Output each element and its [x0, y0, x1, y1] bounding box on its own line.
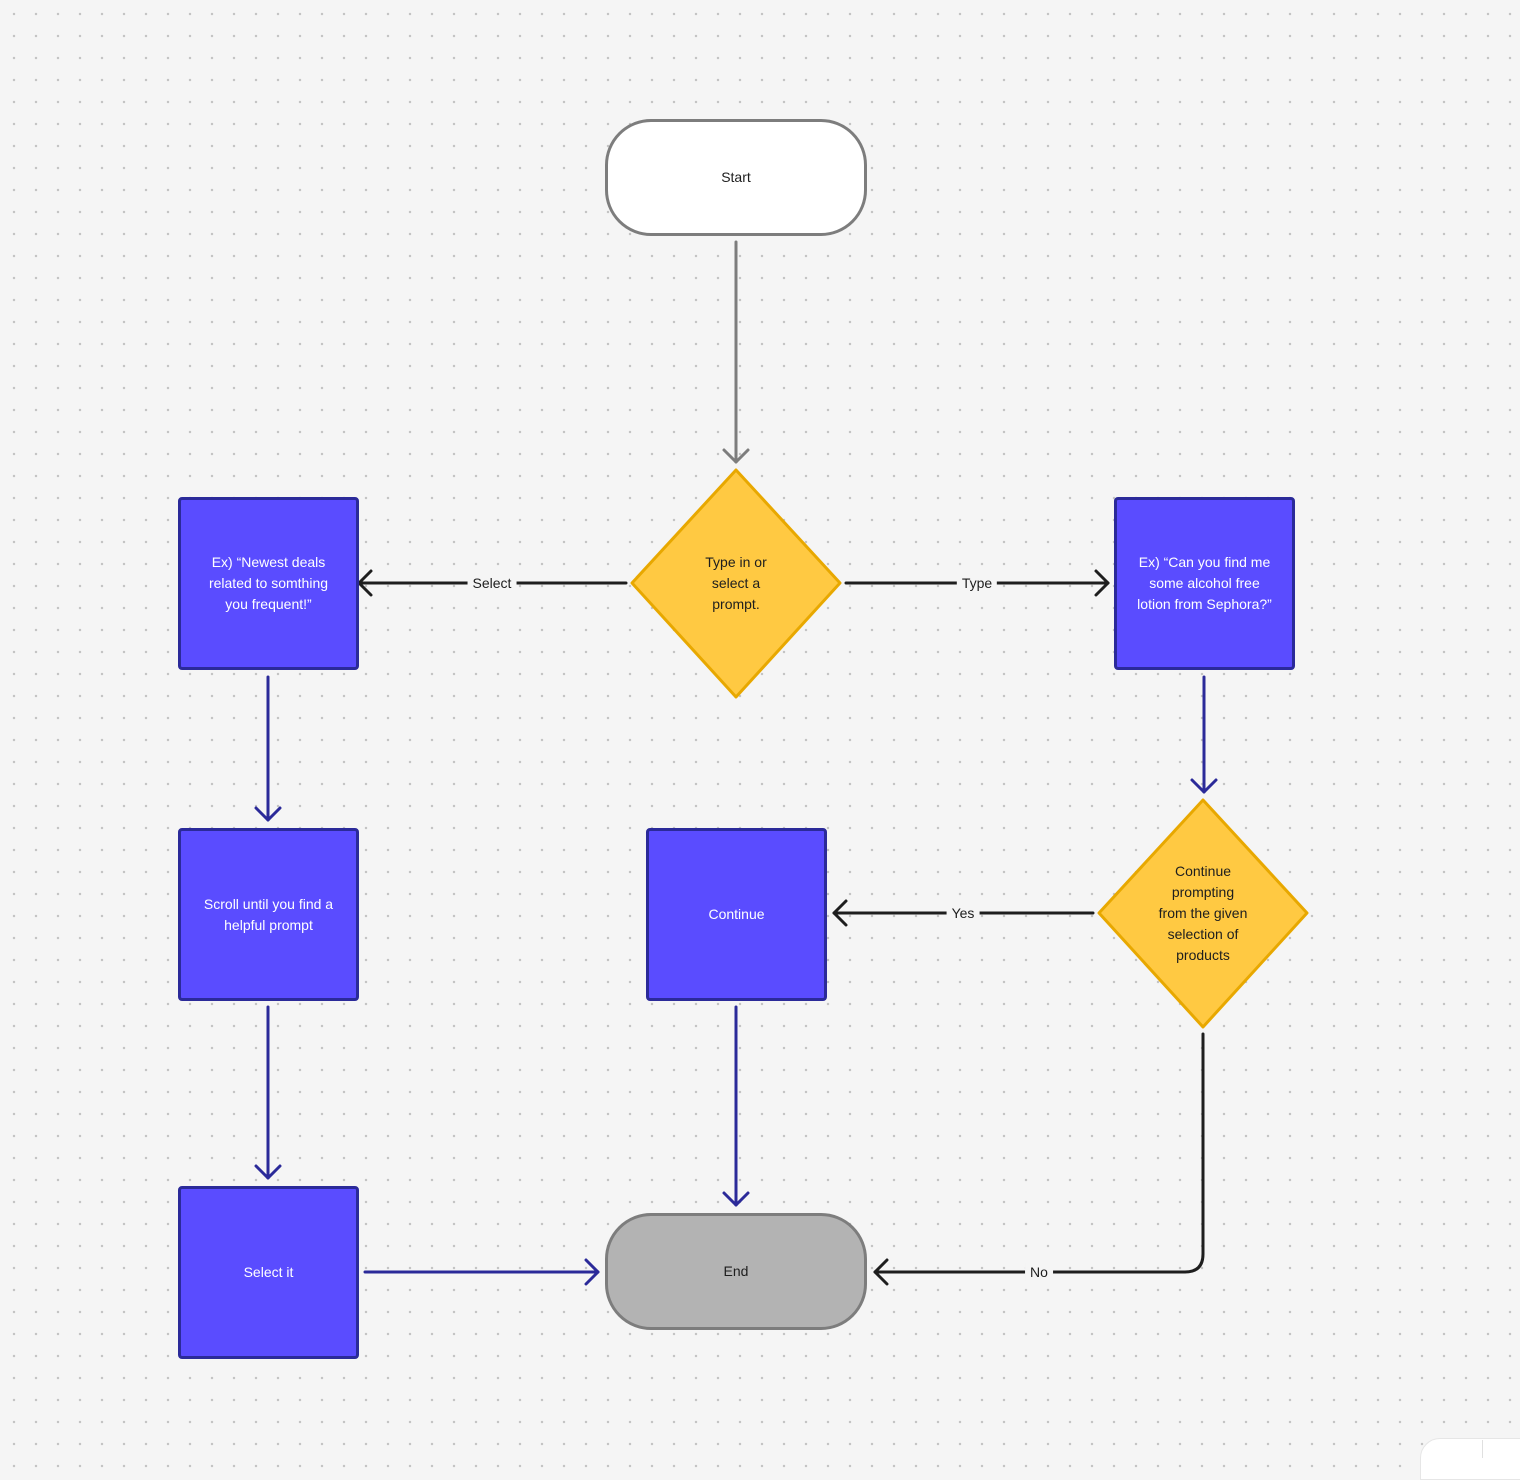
edge-continue-to-end [722, 1005, 750, 1207]
edge-select-example-to-scroll [254, 675, 282, 822]
decision-prompt-label: Type in or select a prompt. [705, 553, 767, 612]
type-example-box[interactable]: Ex) “Can you find me some alcohol free l… [1114, 497, 1295, 670]
start-node[interactable]: Start [605, 119, 867, 236]
edge-start-to-decision [722, 240, 750, 464]
decision-diamond-continue[interactable] [1097, 798, 1309, 1029]
continue-box[interactable]: Continue [646, 828, 827, 1001]
edge-label-yes: Yes [946, 904, 980, 922]
select-example-box[interactable]: Ex) “Newest deals related to somthing yo… [178, 497, 359, 670]
edge-label-type: Type [956, 574, 998, 592]
select-it-box[interactable]: Select it [178, 1186, 359, 1359]
edge-label-no: No [1025, 1263, 1053, 1281]
edge-label-select: Select [467, 574, 517, 592]
edge-select-it-to-end [363, 1258, 600, 1286]
zoom-control-widget[interactable] [1420, 1438, 1520, 1480]
decision-diamond-prompt[interactable] [630, 468, 842, 699]
edge-no [873, 1032, 1205, 1286]
end-node[interactable]: End [605, 1213, 867, 1330]
scroll-box[interactable]: Scroll until you find a helpful prompt [178, 828, 359, 1001]
decision-continue-label: Continue prompting from the given select… [1158, 862, 1248, 963]
edge-type-example-to-decision [1190, 675, 1218, 794]
widget-divider [1482, 1440, 1483, 1458]
edge-scroll-to-select-it [254, 1005, 282, 1180]
